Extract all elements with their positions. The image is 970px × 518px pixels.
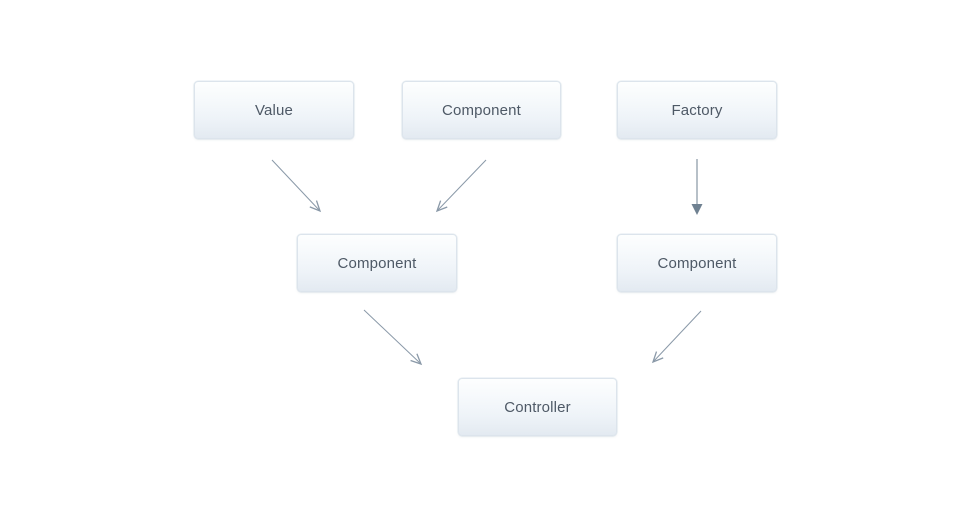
arrow-component-2-to-controller xyxy=(363,309,423,366)
arrow-component-3-to-controller xyxy=(651,310,702,364)
node-label: Controller xyxy=(504,398,571,416)
arrow-component-1-to-component-2 xyxy=(435,159,487,213)
node-label: Factory xyxy=(671,101,723,119)
node-component-1[interactable]: Component xyxy=(402,81,561,139)
node-controller[interactable]: Controller xyxy=(458,378,617,436)
arrow-shaft xyxy=(436,159,487,212)
node-label: Component xyxy=(442,101,521,119)
node-component-2[interactable]: Component xyxy=(297,234,457,292)
node-label: Component xyxy=(337,254,417,272)
arrow-shaft xyxy=(363,309,422,365)
node-label: Component xyxy=(657,254,737,272)
arrowhead-solid xyxy=(691,204,703,215)
arrowhead-open xyxy=(651,351,664,364)
arrow-value-to-component-2 xyxy=(271,159,322,213)
arrow-factory-to-component-3 xyxy=(691,159,703,215)
arrowhead-open xyxy=(309,200,322,213)
node-value[interactable]: Value xyxy=(194,81,354,139)
node-component-3[interactable]: Component xyxy=(617,234,777,292)
arrowhead-open xyxy=(435,200,448,213)
arrow-shaft xyxy=(652,310,702,363)
arrow-shaft xyxy=(271,159,321,212)
node-factory[interactable]: Factory xyxy=(617,81,777,139)
arrowhead-open xyxy=(410,353,423,366)
node-label: Value xyxy=(254,101,293,119)
